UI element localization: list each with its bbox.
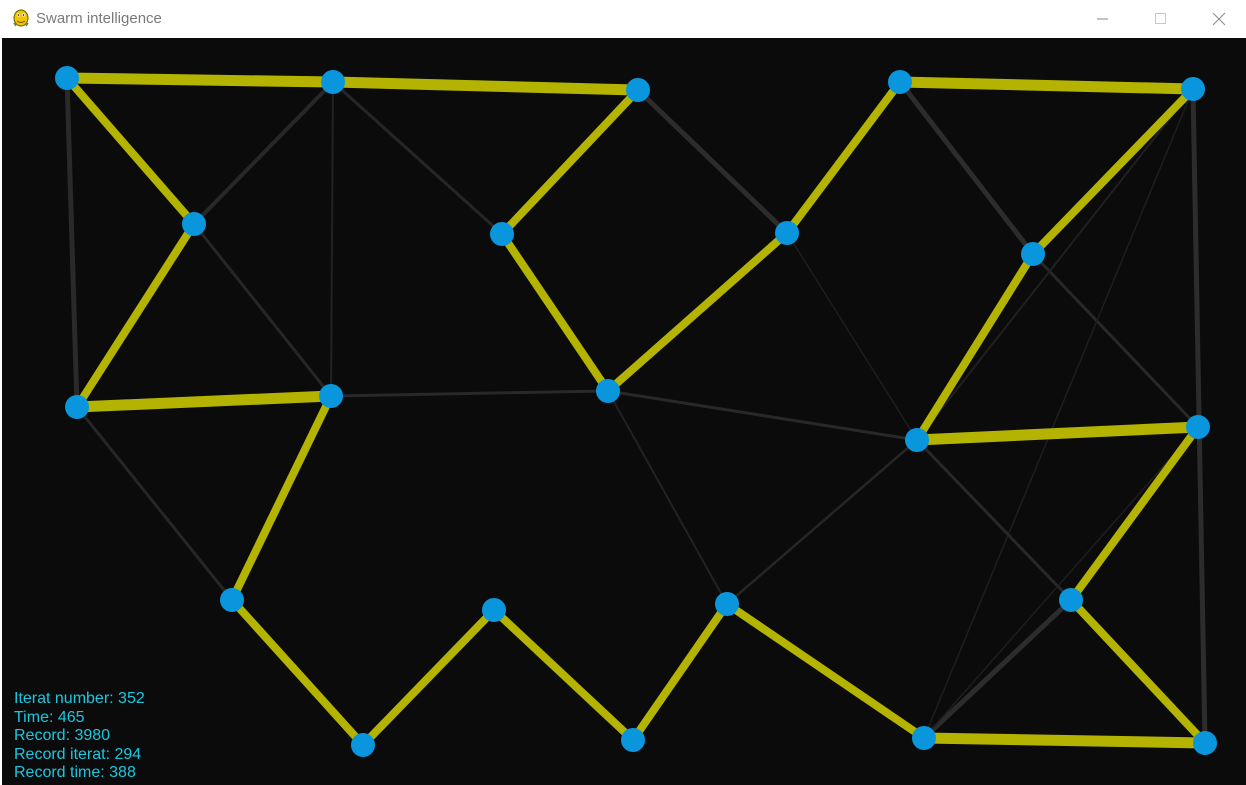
city-node xyxy=(319,384,343,408)
iteration-number-label: Iterat number: 352 xyxy=(14,690,145,707)
record-iteration-label: Record iterat: 294 xyxy=(14,745,142,763)
city-node xyxy=(905,428,929,452)
best-path-edge xyxy=(913,251,1037,443)
pheromone-edge xyxy=(192,80,335,226)
pheromone-edge xyxy=(636,88,789,235)
best-path-edge xyxy=(498,231,612,394)
best-path-edge xyxy=(899,76,1194,95)
maximize-button[interactable] xyxy=(1132,0,1190,38)
pheromone-edge xyxy=(898,80,1035,256)
city-node xyxy=(482,598,506,622)
best-path-edge xyxy=(63,75,198,227)
best-path-edge xyxy=(1030,86,1196,257)
graph-svg xyxy=(55,66,1217,757)
city-node xyxy=(888,70,912,94)
best-path-edge xyxy=(499,87,641,237)
best-path-edge xyxy=(491,607,636,743)
maximize-icon xyxy=(1155,13,1166,24)
best-path-edge xyxy=(228,394,335,602)
best-path-edge xyxy=(66,72,334,88)
python-snake-icon xyxy=(13,9,29,27)
pheromone-edge xyxy=(923,88,1194,739)
best-path-edge xyxy=(1068,597,1208,746)
pheromone-edge xyxy=(922,598,1073,740)
city-node xyxy=(1193,731,1217,755)
pheromone-edge xyxy=(330,389,609,398)
stats-panel: Iterat number: 352 Time: 465 Record: 398… xyxy=(14,690,145,783)
pheromone-edges xyxy=(64,77,1208,744)
city-nodes xyxy=(55,66,1217,757)
best-path-edge xyxy=(605,230,790,394)
pheromone-edge xyxy=(192,223,333,397)
city-node xyxy=(490,222,514,246)
pheromone-edge xyxy=(923,426,1199,739)
best-path-edge xyxy=(332,76,639,96)
city-node xyxy=(220,588,244,612)
city-node xyxy=(596,379,620,403)
close-button[interactable] xyxy=(1190,0,1246,38)
city-node xyxy=(65,395,89,419)
pheromone-edge xyxy=(75,406,234,601)
best-path-edges xyxy=(63,72,1208,749)
city-node xyxy=(1021,242,1045,266)
best-path-edge xyxy=(724,600,927,742)
close-icon xyxy=(1212,12,1226,26)
best-path-edge xyxy=(629,601,731,743)
best-path-edge xyxy=(783,79,904,236)
best-path-edge xyxy=(923,732,1206,749)
title-bar[interactable]: Swarm intelligence xyxy=(0,0,1246,38)
best-path-edge xyxy=(916,421,1199,446)
city-node xyxy=(182,212,206,236)
city-node xyxy=(1181,77,1205,101)
best-path-edge xyxy=(360,607,497,748)
pheromone-edge xyxy=(330,81,334,397)
record-time-label: Record time: 388 xyxy=(14,764,136,781)
pheromone-edge xyxy=(786,232,918,441)
time-label: Time: 465 xyxy=(14,708,85,726)
pheromone-edge xyxy=(726,439,918,605)
best-path-edge xyxy=(229,597,366,748)
pheromone-edge xyxy=(915,438,1073,602)
simulation-canvas[interactable]: Iterat number: 352 Time: 465 Record: 398… xyxy=(2,38,1246,785)
city-node xyxy=(1059,588,1083,612)
best-path-edge xyxy=(76,390,332,413)
pheromone-edge xyxy=(607,389,918,442)
city-node xyxy=(621,728,645,752)
city-node xyxy=(626,78,650,102)
pheromone-edge xyxy=(331,80,504,236)
city-node xyxy=(351,733,375,757)
city-node xyxy=(912,726,936,750)
city-node xyxy=(55,66,79,90)
city-node xyxy=(321,70,345,94)
pheromone-edge xyxy=(64,77,80,408)
best-path-edge xyxy=(1067,424,1202,603)
minimize-button[interactable] xyxy=(1074,0,1132,38)
pheromone-edge xyxy=(1031,252,1200,429)
city-node xyxy=(715,592,739,616)
window-title: Swarm intelligence xyxy=(36,10,162,27)
city-node xyxy=(1186,415,1210,439)
pheromone-edge xyxy=(607,390,728,605)
best-path-edge xyxy=(73,221,198,410)
pheromone-edge xyxy=(916,88,1194,441)
record-label: Record: 3980 xyxy=(14,727,111,744)
city-node xyxy=(775,221,799,245)
minimize-icon xyxy=(1097,18,1108,20)
